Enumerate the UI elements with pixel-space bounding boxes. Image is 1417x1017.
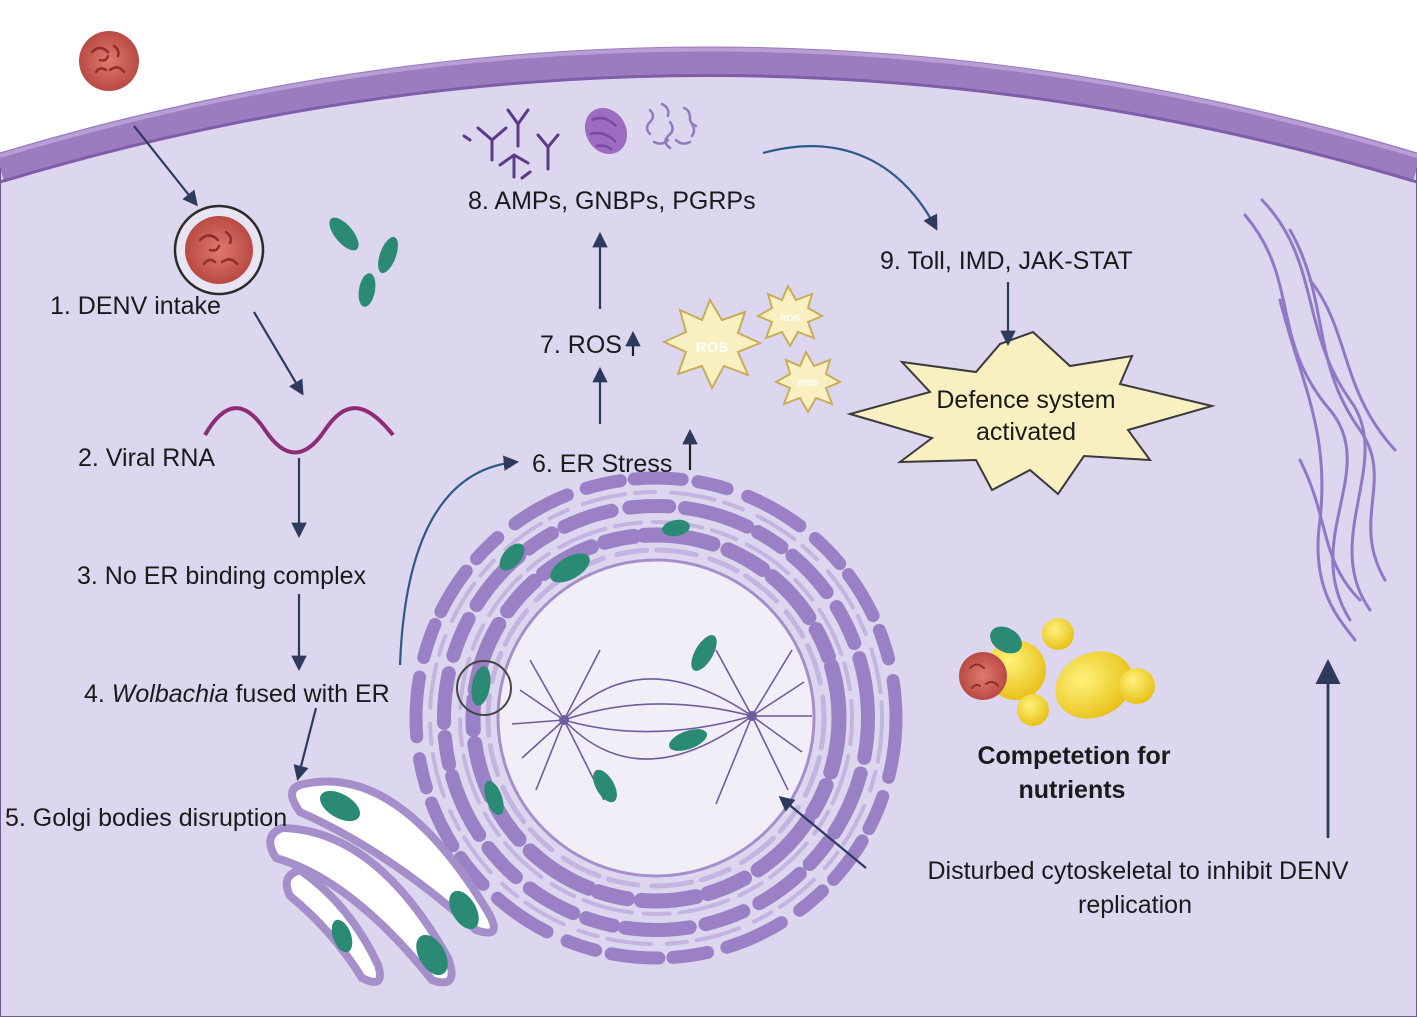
label-cytoskeleton-line-2: replication	[1078, 891, 1192, 919]
defence-line-1: Defence system	[936, 386, 1115, 414]
nucleus	[496, 558, 816, 878]
cell-membrane-outer-line	[0, 47, 1417, 158]
ros-burst-label: ROS	[696, 339, 729, 356]
nutrient-droplets	[959, 618, 1155, 726]
label-amps: 8. AMPs, GNBPs, PGRPs	[468, 187, 756, 215]
extracellular-virus	[79, 31, 139, 91]
label-nutrients-line-1: Competetion for	[977, 742, 1170, 770]
arrow-virus-to-endosome	[133, 125, 198, 207]
arrow-amps-to-toll	[762, 145, 938, 231]
flow-arrows	[133, 125, 1341, 869]
viral-rna-strand	[203, 406, 395, 455]
label-wolbachia-fused: 4. Wolbachia fused with ER	[84, 680, 390, 708]
gnbp-protein-icon	[584, 107, 628, 155]
cytoskeleton-filaments	[1243, 198, 1397, 642]
er-nucleus-complex	[409, 471, 903, 965]
ros-burst-large: ROS	[661, 297, 763, 391]
label-viral-rna: 2. Viral RNA	[78, 444, 215, 472]
ros-burst-small-bottom: ROS	[773, 349, 843, 415]
spindle-fibers	[511, 649, 812, 805]
er-wolbachia	[471, 519, 717, 816]
label-er-stress: 6. ER Stress	[532, 450, 672, 478]
label-denv-intake: 1. DENV intake	[50, 292, 221, 320]
arrow-wolbachia-to-golgi	[293, 707, 318, 781]
arrow-to-er-stress	[398, 455, 520, 666]
label-ros: 7. ROS	[540, 331, 622, 359]
ros-burst-small-top: ROS	[755, 283, 825, 349]
endoplasmic-reticulum	[409, 471, 903, 965]
er-fusion-highlight-circle	[456, 660, 512, 716]
arrow-cytoskeleton-to-nucleus	[778, 796, 867, 869]
pgrp-protein-icon	[645, 102, 698, 150]
label-toll-imd-jak-stat: 9. Toll, IMD, JAK-STAT	[880, 247, 1133, 275]
defence-line-2: activated	[976, 418, 1076, 446]
ros-burst-label: ROS	[780, 313, 800, 323]
arrow-intake-to-rna	[253, 311, 304, 396]
golgi-apparatus	[266, 777, 498, 987]
label-nutrients-line-2: nutrients	[1019, 776, 1126, 804]
label-cytoskeleton-line-1: Disturbed cytoskeletal to inhibit DENV	[927, 857, 1348, 885]
ros-burst-label: ROS	[798, 378, 818, 388]
cell-membrane-inner-line	[0, 74, 1417, 184]
ros-bursts: ROS ROS ROS	[661, 283, 843, 415]
label-no-er-binding: 3. No ER binding complex	[77, 562, 367, 590]
amp-peptides-icon	[462, 108, 560, 180]
endosome-virus	[173, 204, 265, 296]
label-golgi-disruption: 5. Golgi bodies disruption	[5, 804, 287, 832]
step-labels: 1. DENV intake 2. Viral RNA 3. No ER bin…	[5, 187, 1349, 919]
cell-membrane	[0, 46, 1417, 183]
defence-system-burst: Defence system activated	[846, 330, 1216, 496]
free-wolbachia	[329, 217, 398, 307]
nutrient-virus	[959, 652, 1007, 700]
